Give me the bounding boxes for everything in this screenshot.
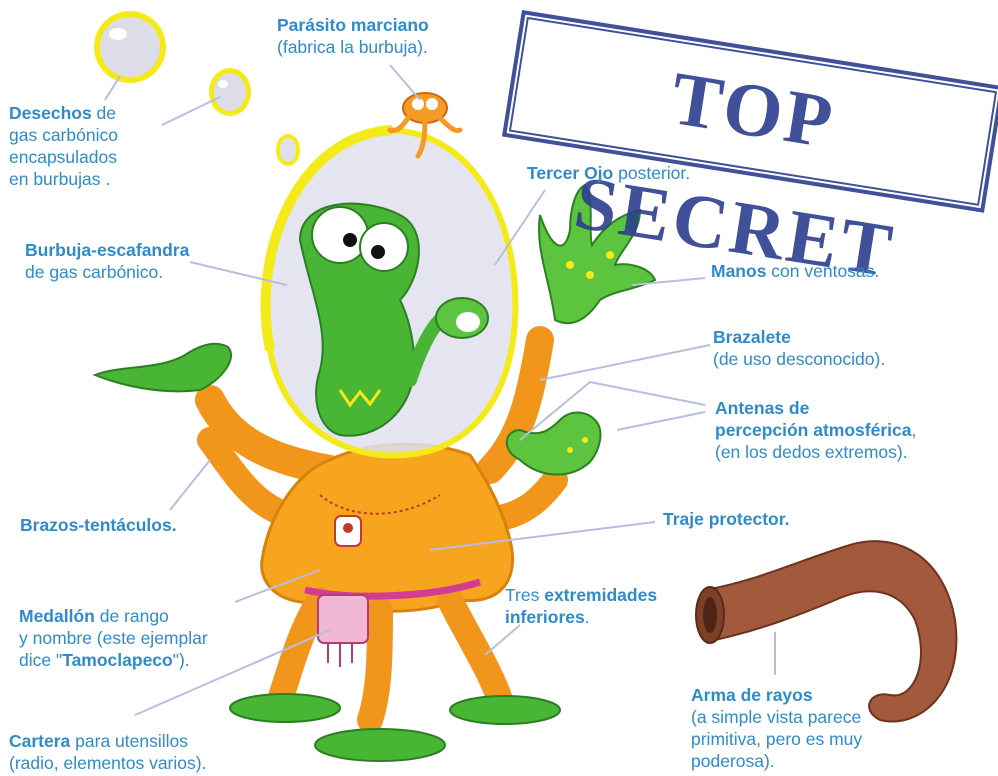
label-medallon-bold: Medallón xyxy=(19,606,95,626)
label-manos-bold: Manos xyxy=(711,261,766,281)
label-brazalete-bold: Brazalete xyxy=(713,327,791,347)
label-cartera: Cartera para utensillos (radio, elemento… xyxy=(9,730,206,774)
label-extremidades-bold2: inferiores xyxy=(505,607,585,627)
label-cartera-rest1: para utensillos xyxy=(70,731,188,751)
label-medallon-line3-post: "). xyxy=(173,650,190,670)
label-tercer-ojo-rest: posterior. xyxy=(613,163,690,183)
label-extremidades-pre: Tres xyxy=(505,585,544,605)
label-manos-rest: con ventosas. xyxy=(766,261,879,281)
label-cartera-line2: (radio, elementos varios). xyxy=(9,753,206,773)
label-desechos-line4: en burbujas . xyxy=(9,169,110,189)
label-desechos: Desechos de gas carbónico encapsulados e… xyxy=(9,102,118,190)
label-antenas-bold1: Antenas de xyxy=(715,398,809,418)
waste-bubble-large xyxy=(94,11,166,83)
label-medallon: Medallón de rango y nombre (este ejempla… xyxy=(19,605,208,671)
label-parasito: Parásito marciano (fabrica la burbuja). xyxy=(277,14,429,58)
label-desechos-bold: Desechos xyxy=(9,103,92,123)
label-cartera-bold: Cartera xyxy=(9,731,70,751)
label-parasito-bold: Parásito marciano xyxy=(277,15,429,35)
label-extremidades-rest2: . xyxy=(585,607,590,627)
label-antenas-rest2: , xyxy=(911,420,916,440)
left-tentacle-hand xyxy=(95,344,231,392)
label-burbuja-bold: Burbuja-escafandra xyxy=(25,240,189,260)
label-extremidades-bold1: extremidades xyxy=(544,585,657,605)
label-extremidades: Tres extremidades inferiores. xyxy=(505,584,657,628)
label-burbuja-rest: de gas carbónico. xyxy=(25,262,163,282)
label-arma-line3: primitiva, pero es muy xyxy=(691,729,862,749)
waste-bubble-small xyxy=(209,68,251,116)
label-brazos-bold: Brazos-tentáculos. xyxy=(20,515,177,535)
label-traje: Traje protector. xyxy=(663,508,789,530)
label-desechos-line2: gas carbónico xyxy=(9,125,118,145)
label-desechos-line3: encapsulados xyxy=(9,147,117,167)
label-brazalete-rest: (de uso desconocido). xyxy=(713,349,885,369)
label-brazos: Brazos-tentáculos. xyxy=(20,514,177,536)
label-medallon-line3-pre: dice " xyxy=(19,650,62,670)
label-manos: Manos con ventosas. xyxy=(711,260,879,282)
label-burbuja: Burbuja-escafandra de gas carbónico. xyxy=(25,239,189,283)
label-traje-bold: Traje protector. xyxy=(663,509,789,529)
label-antenas-line3: (en los dedos extremos). xyxy=(715,442,908,462)
label-medallon-rest1: de rango xyxy=(95,606,169,626)
label-arma-line2: (a simple vista parece xyxy=(691,707,861,727)
label-medallon-line2: y nombre (este ejemplar xyxy=(19,628,208,648)
label-arma-line4: poderosa). xyxy=(691,751,775,771)
label-parasito-rest: (fabrica la burbuja). xyxy=(277,37,428,57)
label-tercer-ojo-bold: Tercer Ojo xyxy=(527,163,613,183)
label-desechos-rest1: de xyxy=(92,103,116,123)
label-arma-bold: Arma de rayos xyxy=(691,685,813,705)
label-arma: Arma de rayos (a simple vista parece pri… xyxy=(691,684,862,772)
label-antenas-bold2: percepción atmosférica xyxy=(715,420,911,440)
feet xyxy=(230,694,560,761)
label-antenas: Antenas de percepción atmosférica, (en l… xyxy=(715,397,916,463)
label-medallon-line3-bold: Tamoclapeco xyxy=(62,650,173,670)
label-brazalete: Brazalete (de uso desconocido). xyxy=(713,326,885,370)
label-tercer-ojo: Tercer Ojo posterior. xyxy=(527,162,690,184)
